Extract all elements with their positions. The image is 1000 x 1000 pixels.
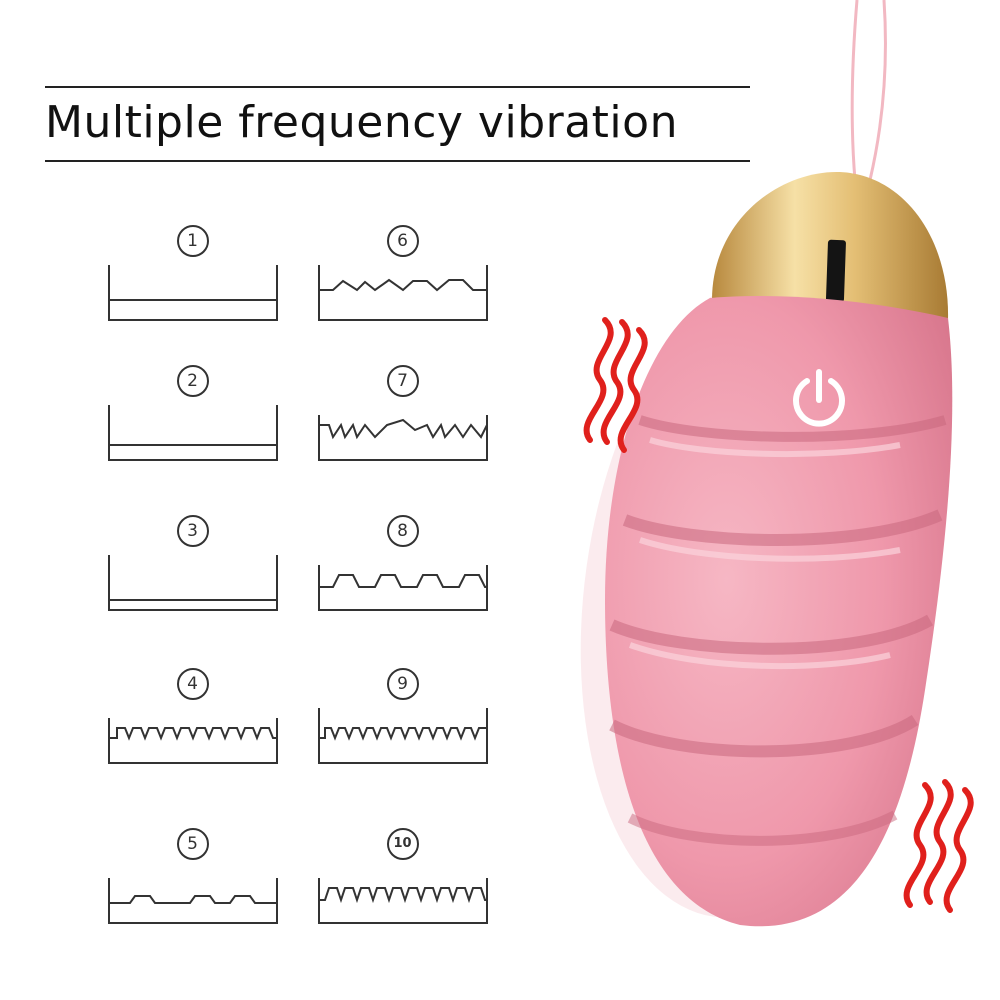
mode-pattern-diagram xyxy=(318,565,488,611)
mode-pattern-diagram xyxy=(318,265,488,321)
cord xyxy=(850,0,859,181)
mode-pattern-diagram xyxy=(108,555,278,611)
title-bottom-rule xyxy=(45,160,750,162)
mode-pattern-line xyxy=(108,555,278,611)
vibration-mode-1: 1 xyxy=(105,225,280,345)
mode-number: 6 xyxy=(315,225,490,259)
mode-pattern-diagram xyxy=(108,878,278,924)
vibration-mode-9: 9 xyxy=(315,668,490,788)
vibration-mode-2: 2 xyxy=(105,365,280,485)
mode-number-label: 4 xyxy=(176,668,209,700)
mode-number-label: 8 xyxy=(386,515,419,547)
mode-pattern-diagram xyxy=(318,878,488,924)
mode-number-label: 5 xyxy=(176,828,209,860)
mode-pattern-line xyxy=(318,265,488,321)
mode-pattern-line xyxy=(318,415,488,461)
product-body xyxy=(605,296,953,927)
mode-number: 1 xyxy=(105,225,280,259)
mode-number-label: 3 xyxy=(176,515,209,547)
title-block: Multiple frequency vibration xyxy=(45,86,750,162)
ridge xyxy=(609,714,919,758)
mode-pattern-diagram xyxy=(108,265,278,321)
page-title: Multiple frequency vibration xyxy=(45,97,678,148)
vibration-wave-icon xyxy=(903,779,974,913)
mode-number: 8 xyxy=(315,515,490,549)
mode-pattern-diagram xyxy=(318,708,488,764)
vibration-mode-6: 6 xyxy=(315,225,490,345)
product-illustration xyxy=(580,0,974,927)
mode-pattern-line xyxy=(108,718,278,764)
mode-pattern-diagram xyxy=(318,415,488,461)
mode-number: 2 xyxy=(105,365,280,399)
mode-pattern-diagram xyxy=(108,405,278,461)
ridge xyxy=(622,509,943,546)
mode-number: 7 xyxy=(315,365,490,399)
mode-number: 5 xyxy=(105,828,280,862)
mode-pattern-line xyxy=(108,405,278,461)
mode-pattern-line xyxy=(108,878,278,924)
mode-pattern-line xyxy=(318,565,488,611)
mode-number-label: 7 xyxy=(386,365,419,397)
vibration-wave-icon xyxy=(583,317,648,453)
vibration-mode-10: 10 xyxy=(315,828,490,948)
vibration-mode-7: 7 xyxy=(315,365,490,485)
mode-pattern-diagram xyxy=(108,718,278,764)
mode-number: 9 xyxy=(315,668,490,702)
mode-pattern-line xyxy=(318,878,488,924)
mode-pattern-line xyxy=(108,265,278,321)
mode-number-label: 9 xyxy=(386,668,419,700)
mode-number-label: 2 xyxy=(176,365,209,397)
cap-slot xyxy=(825,239,846,303)
ridge xyxy=(609,614,933,655)
vibration-mode-8: 8 xyxy=(315,515,490,635)
vibration-mode-3: 3 xyxy=(105,515,280,635)
ridge xyxy=(627,810,898,846)
mode-number-label: 10 xyxy=(386,828,419,860)
ridge xyxy=(638,415,947,442)
vibration-mode-4: 4 xyxy=(105,668,280,788)
mode-number: 4 xyxy=(105,668,280,702)
mode-pattern-line xyxy=(318,708,488,764)
mode-number: 3 xyxy=(105,515,280,549)
power-icon xyxy=(793,369,845,427)
title-top-rule xyxy=(45,86,750,88)
cord xyxy=(868,0,887,181)
mode-number-label: 1 xyxy=(176,225,209,257)
vibration-mode-5: 5 xyxy=(105,828,280,948)
mode-number-label: 6 xyxy=(386,225,419,257)
mode-number: 10 xyxy=(315,828,490,862)
